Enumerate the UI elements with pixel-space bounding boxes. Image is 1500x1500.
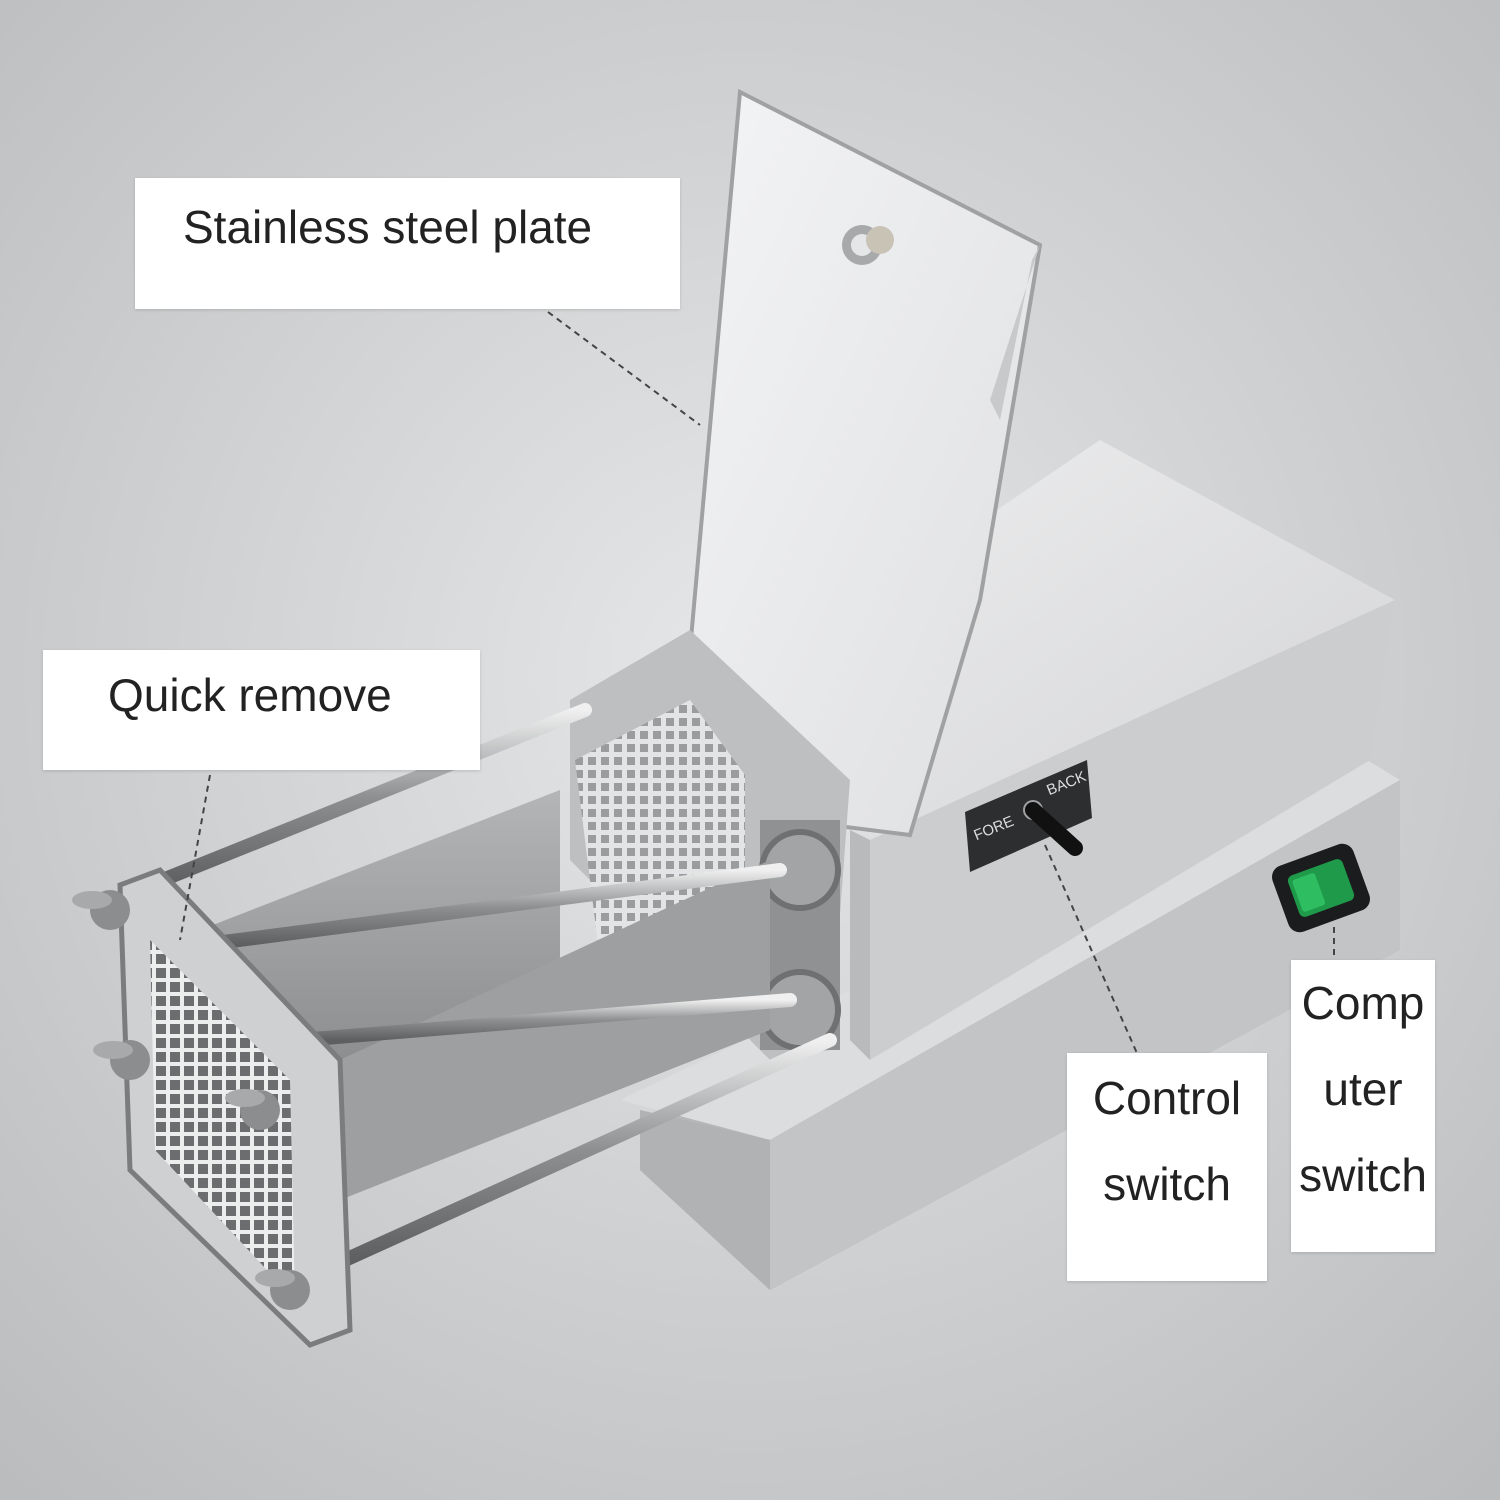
callout-text-line: uter <box>1323 1063 1403 1115</box>
callout-text: Quick remove <box>108 669 392 721</box>
callout-text: Stainless steel plate <box>183 201 593 253</box>
callout-quick-remove: Quick remove <box>43 650 480 770</box>
callout-control-switch: Control switch <box>1067 1053 1267 1281</box>
wing-nut[interactable] <box>255 1269 310 1310</box>
callout-stainless-steel-plate: Stainless steel plate <box>135 178 680 309</box>
rocker-switch[interactable] <box>1269 840 1374 935</box>
wing-nut[interactable] <box>72 890 130 930</box>
callout-text-line: switch <box>1103 1158 1231 1210</box>
wing-nut[interactable] <box>225 1089 280 1130</box>
callout-text-line: Control <box>1092 1072 1242 1124</box>
wing-nut[interactable] <box>93 1040 150 1080</box>
toggle-lever[interactable] <box>1025 802 1083 856</box>
direction-panel <box>965 760 1092 872</box>
guide-rods <box>143 703 837 1267</box>
quick-remove-frame[interactable] <box>72 867 353 1348</box>
callout-text-line: Comp <box>1301 977 1425 1029</box>
callout-text-line: switch <box>1299 1149 1427 1201</box>
callout-computer-switch: Comp uter switch <box>1291 960 1435 1252</box>
